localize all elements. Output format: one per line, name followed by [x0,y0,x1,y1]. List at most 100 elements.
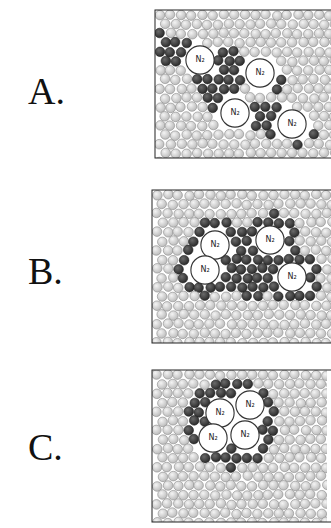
water-molecule [256,148,266,158]
dark-molecule [253,217,263,227]
water-molecule [174,425,184,435]
water-molecule [210,329,220,339]
water-molecule [306,310,316,320]
water-molecule [153,264,163,274]
water-molecule [311,389,321,399]
water-molecule [163,370,173,379]
dark-molecule [195,227,205,237]
molecule-circle [186,46,214,74]
water-molecule [156,103,166,113]
water-molecule [243,491,253,501]
water-molecule [210,472,220,482]
molecule-label: N₂ [255,225,285,255]
water-molecule [299,56,309,66]
water-molecule [273,328,283,338]
water-molecule [258,370,268,380]
water-molecule [179,509,189,519]
water-molecule [325,120,331,130]
dark-molecule [274,255,284,265]
water-molecule [327,237,331,247]
water-molecule [303,102,313,112]
water-molecule [253,199,263,209]
dark-molecule [247,227,257,237]
water-molecule [194,190,204,199]
water-molecule [227,370,237,380]
water-molecule [296,435,306,445]
water-molecule [173,246,183,256]
water-molecule [174,209,184,219]
dark-molecule [264,435,274,445]
water-molecule [256,129,266,139]
water-molecule [289,208,299,218]
dark-molecule [213,56,223,66]
water-molecule [240,29,250,39]
dark-molecule [266,130,276,140]
water-molecule [308,37,318,47]
nitrogen-molecule: N₂ [245,58,275,88]
water-molecule [311,407,321,417]
water-molecule [173,190,183,200]
water-molecule [300,388,310,398]
water-molecule [152,301,162,311]
water-molecule [160,112,170,122]
panel-frame [152,370,331,522]
water-molecule [173,444,183,454]
water-molecule [276,38,286,48]
dark-molecule [232,454,242,464]
water-molecule [226,190,236,199]
water-molecule [206,481,216,491]
water-molecule [187,84,197,94]
dark-molecule [229,46,239,56]
dark-molecule [219,65,229,75]
water-molecule [173,227,183,237]
water-molecule [285,453,295,463]
dark-molecule [274,292,284,302]
water-molecule [188,140,198,150]
dark-molecule [286,291,296,301]
water-molecule [184,500,194,510]
water-molecule [266,38,276,48]
water-molecule [298,148,308,158]
dark-molecule [243,274,253,284]
water-molecule [182,149,192,158]
water-molecule [264,453,274,463]
water-molecule [170,131,180,141]
water-molecule [192,148,202,158]
water-molecule [166,103,176,113]
water-molecule [298,94,308,104]
water-molecule [287,148,297,158]
water-molecule [317,416,327,426]
dark-molecule [258,444,268,454]
water-molecule [293,83,303,93]
dark-molecule [170,37,180,47]
dark-molecule [277,75,287,85]
dark-molecule [266,111,276,121]
dark-molecule [200,218,210,228]
water-molecule [172,93,182,103]
water-molecule [317,236,327,246]
water-molecule [208,139,218,149]
water-molecule [205,499,215,509]
water-molecule [169,273,179,283]
water-molecule [300,499,310,509]
dark-molecule [174,265,184,275]
dark-molecule [235,56,245,66]
water-molecule [285,435,295,445]
water-molecule [291,499,301,509]
water-molecule [160,19,170,29]
water-molecule [306,398,316,408]
water-molecule [165,84,175,94]
water-molecule [189,490,199,500]
water-molecule [289,463,299,473]
water-molecule [161,148,171,158]
water-molecule [185,209,195,219]
water-molecule [231,328,241,338]
nitrogen-molecule: N₂ [255,225,285,255]
water-molecule [237,370,247,380]
dark-molecule [227,263,237,273]
water-molecule [163,518,173,522]
dark-molecule [232,274,242,284]
dark-molecule [222,218,232,228]
molecule-label: N₂ [235,390,265,420]
water-molecule [294,10,304,19]
